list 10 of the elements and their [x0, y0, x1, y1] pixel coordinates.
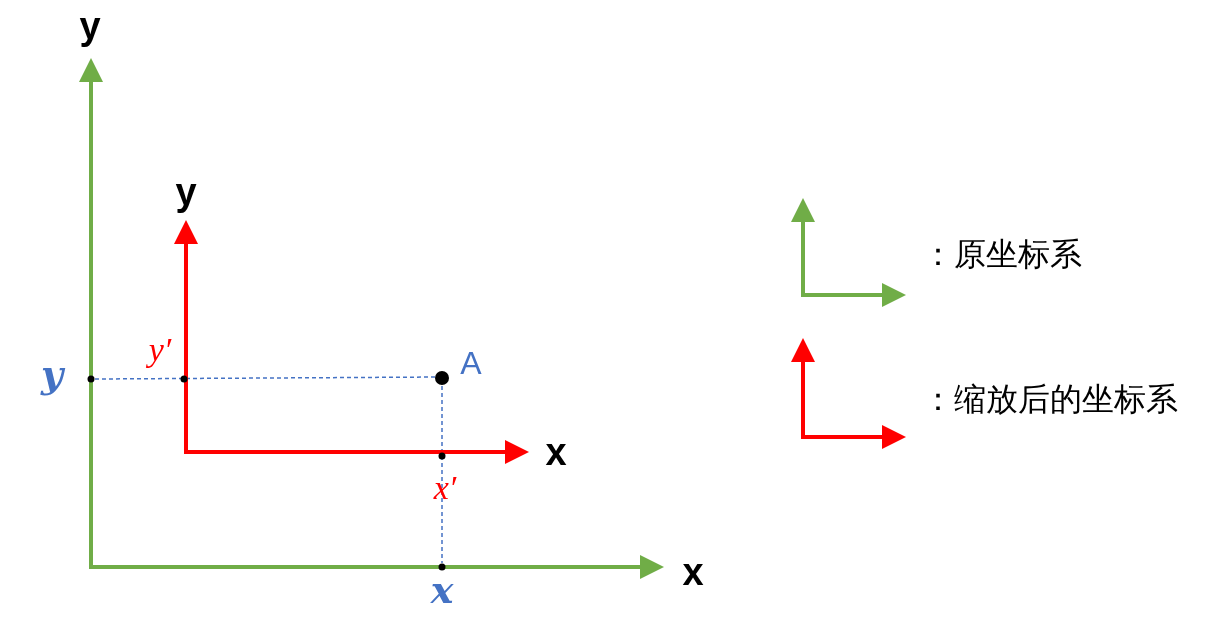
axis-label: y [79, 7, 101, 45]
legend-text: ：原坐标系 [922, 234, 1082, 275]
legend-text: ：缩放后的坐标系 [922, 379, 1178, 420]
axis-label: y′ [148, 333, 172, 367]
coordinate-label: x [430, 571, 454, 609]
axis-label: y [175, 173, 197, 211]
point-label: A [460, 347, 482, 379]
axis-label: x′ [433, 471, 457, 505]
axis-label: x [545, 433, 567, 471]
axis-label: x [682, 553, 704, 591]
